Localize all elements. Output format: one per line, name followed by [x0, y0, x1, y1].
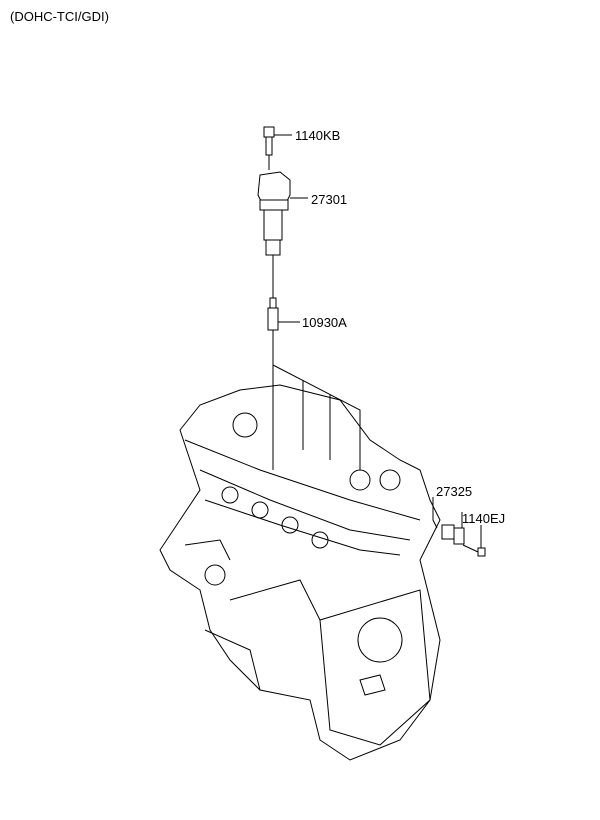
part-label-27301[interactable]: 27301 [311, 192, 348, 207]
part-label-10930a[interactable]: 10930A [302, 315, 347, 330]
spark-plug-drawing [267, 297, 300, 340]
part-label-27325[interactable]: 27325 [436, 484, 473, 499]
part-label-1140kb[interactable]: 1140KB [295, 128, 341, 143]
variant-title: (DOHC-TCI/GDI) [10, 9, 109, 24]
part-label-1140ej[interactable]: 1140EJ [462, 511, 506, 526]
ignition-coil-drawing [257, 171, 308, 300]
engine-assembly [159, 384, 441, 761]
bolt-1140kb-drawing [263, 126, 292, 170]
sensor-drawing [432, 497, 486, 557]
